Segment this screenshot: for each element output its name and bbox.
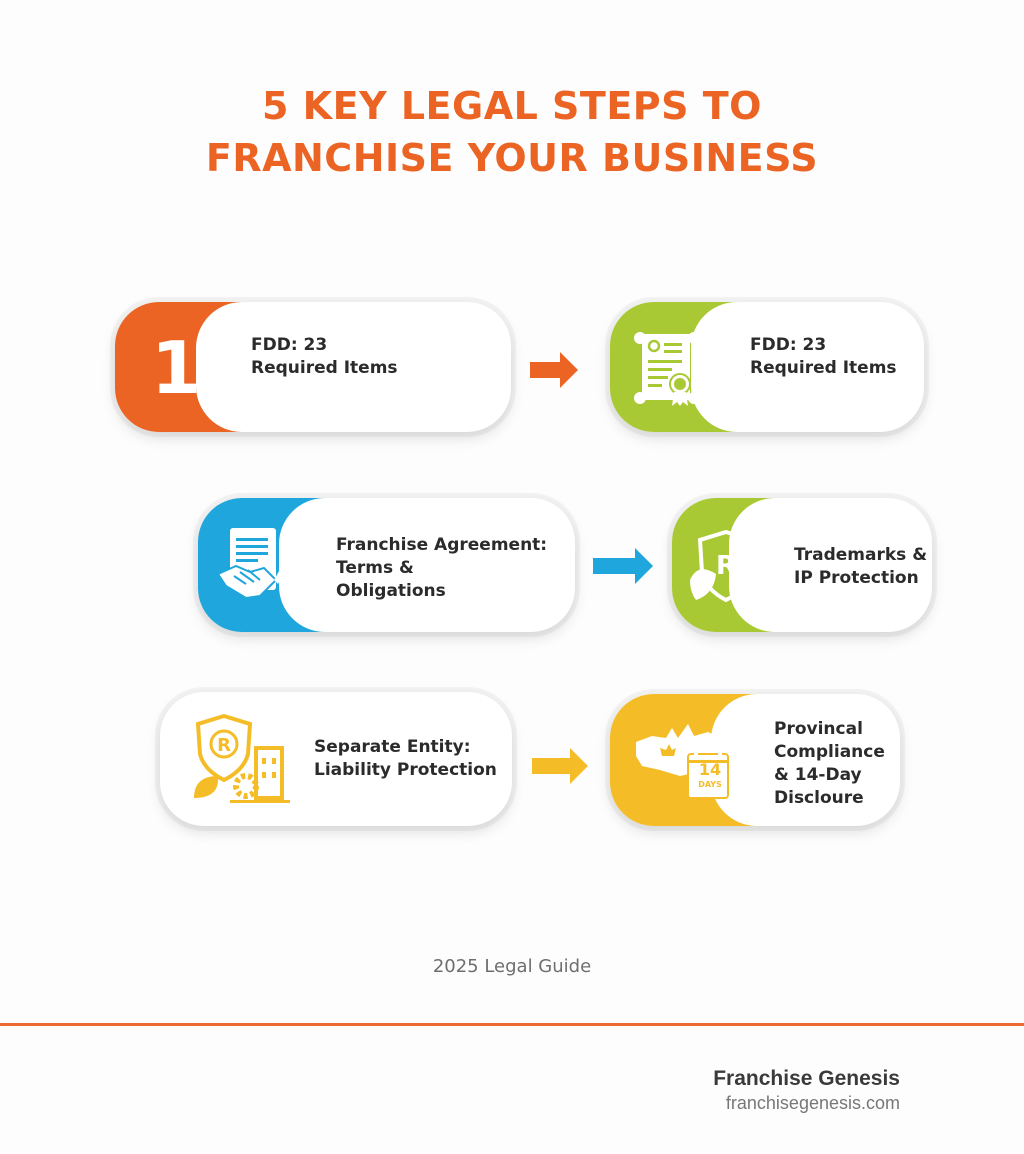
step-number-badge: 1	[151, 326, 202, 410]
footer-divider	[0, 1023, 1024, 1026]
svg-text:R: R	[217, 735, 231, 756]
canada-calendar-icon	[636, 724, 729, 799]
title-line-1: 5 KEY LEGAL STEPS TO	[262, 84, 762, 128]
brand-url[interactable]: franchisegenesis.com	[725, 1093, 900, 1113]
step-4-text: Trademarks & IP Protection	[794, 545, 928, 588]
step-5-text: Separate Entity: Liability Protection	[314, 737, 497, 780]
arrow-right-icon	[530, 352, 578, 388]
step-card-6: 14 DAYS Provincal Compliance & 14-Day Di…	[610, 694, 900, 826]
certificate-scroll-icon	[634, 332, 700, 406]
step-card-5: R Separate Entity: Liability Protection	[160, 692, 512, 826]
step-3-text: Franchise Agreement: Terms & Obligations	[336, 535, 548, 601]
title-line-2: FRANCHISE YOUR BUSINESS	[205, 136, 819, 180]
step-card-3: Franchise Agreement: Terms & Obligations	[198, 498, 575, 632]
guide-subtitle: 2025 Legal Guide	[432, 956, 592, 977]
calendar-number: 14	[698, 760, 722, 779]
brand-name: Franchise Genesis	[713, 1067, 900, 1090]
step-1-text: FDD: 23 Required Items	[251, 335, 398, 378]
svg-text:R: R	[716, 551, 736, 581]
handshake-contract-icon	[216, 528, 296, 600]
page-title: 5 KEY LEGAL STEPS TO FRANCHISE YOUR BUSI…	[0, 80, 1024, 184]
arrow-right-icon	[593, 548, 653, 584]
step-6-text: Provincal Compliance & 14-Day Discloure	[774, 719, 885, 808]
brand-block: Franchise Genesis franchisegenesis.com	[713, 1066, 900, 1114]
step-2-text: FDD: 23 Required Items	[750, 335, 897, 378]
trademark-shield-icon: R	[690, 529, 762, 603]
step-card-1: 1 FDD: 23 Required Items	[115, 302, 511, 432]
step-card-4: R Trademarks & IP Protection	[672, 498, 932, 632]
step-card-2: FDD: 23 Required Items	[610, 302, 924, 432]
arrow-right-icon	[532, 748, 588, 784]
shield-building-icon: R	[194, 714, 290, 803]
calendar-label: DAYS	[698, 780, 722, 789]
